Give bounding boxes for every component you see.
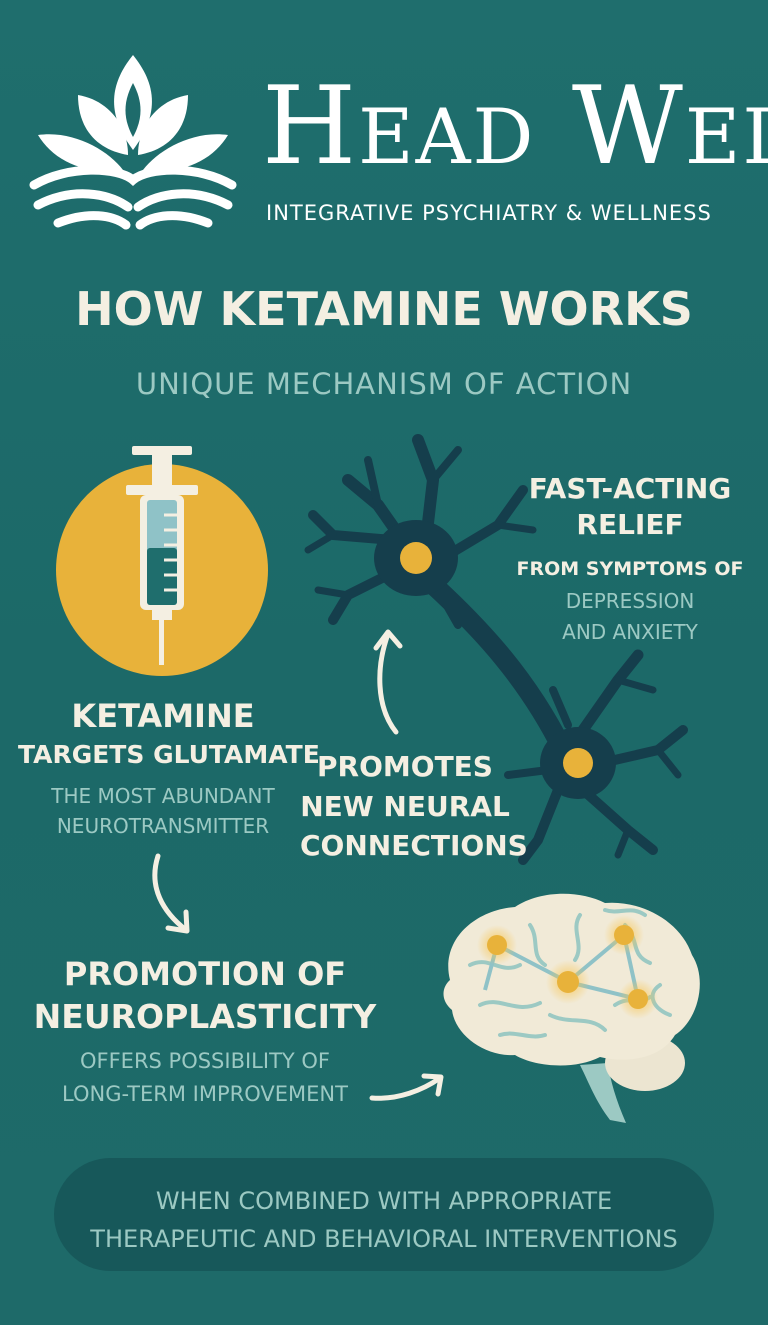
fast-acting-title-1: FAST-ACTING bbox=[528, 472, 732, 505]
promotes-line1: PROMOTES bbox=[317, 750, 493, 783]
fast-acting-line1: FROM SYMPTOMS OF bbox=[516, 558, 744, 580]
neuroplasticity-line2: LONG-TERM IMPROVEMENT bbox=[62, 1082, 348, 1106]
arrow-right-icon bbox=[369, 1073, 444, 1101]
ketamine-line1: THE MOST ABUNDANT bbox=[51, 784, 275, 808]
brand-name-second: Well bbox=[571, 64, 768, 189]
promotes-line2: NEW NEURAL bbox=[300, 790, 510, 823]
ketamine-subtitle: TARGETS GLUTAMATE bbox=[18, 740, 320, 769]
ketamine-line2: NEUROTRANSMITTER bbox=[56, 814, 270, 838]
fast-acting-line3: AND ANXIETY bbox=[562, 620, 698, 644]
footer-banner bbox=[54, 1158, 714, 1271]
promotes-line3: CONNECTIONS bbox=[300, 829, 528, 862]
footer-line2: THERAPEUTIC AND BEHAVIORAL INTERVENTIONS bbox=[90, 1225, 678, 1253]
brand-tagline: INTEGRATIVE PSYCHIATRY & WELLNESS bbox=[266, 201, 712, 225]
footer-line1: WHEN COMBINED WITH APPROPRIATE bbox=[155, 1187, 613, 1215]
arrow-down-icon bbox=[152, 853, 190, 934]
ketamine-title: KETAMINE bbox=[71, 697, 255, 735]
arrow-up-icon bbox=[373, 629, 403, 735]
brain-icon bbox=[443, 893, 700, 1123]
neuroplasticity-line1: OFFERS POSSIBILITY OF bbox=[79, 1049, 331, 1073]
page-subtitle: UNIQUE MECHANISM OF ACTION bbox=[135, 367, 633, 401]
neuroplasticity-title-1: PROMOTION OF bbox=[63, 955, 347, 993]
fast-acting-line2: DEPRESSION bbox=[565, 589, 695, 613]
syringe-icon bbox=[56, 446, 268, 676]
fast-acting-title-2: RELIEF bbox=[576, 508, 684, 541]
brand-name-first: Head bbox=[262, 64, 536, 189]
neuroplasticity-title-2: NEUROPLASTICITY bbox=[33, 997, 377, 1036]
lotus-icon bbox=[29, 55, 237, 230]
neuron-icon bbox=[304, 434, 688, 865]
brand-name: Head Well bbox=[262, 52, 768, 202]
page-title: HOW KETAMINE WORKS bbox=[75, 282, 693, 336]
